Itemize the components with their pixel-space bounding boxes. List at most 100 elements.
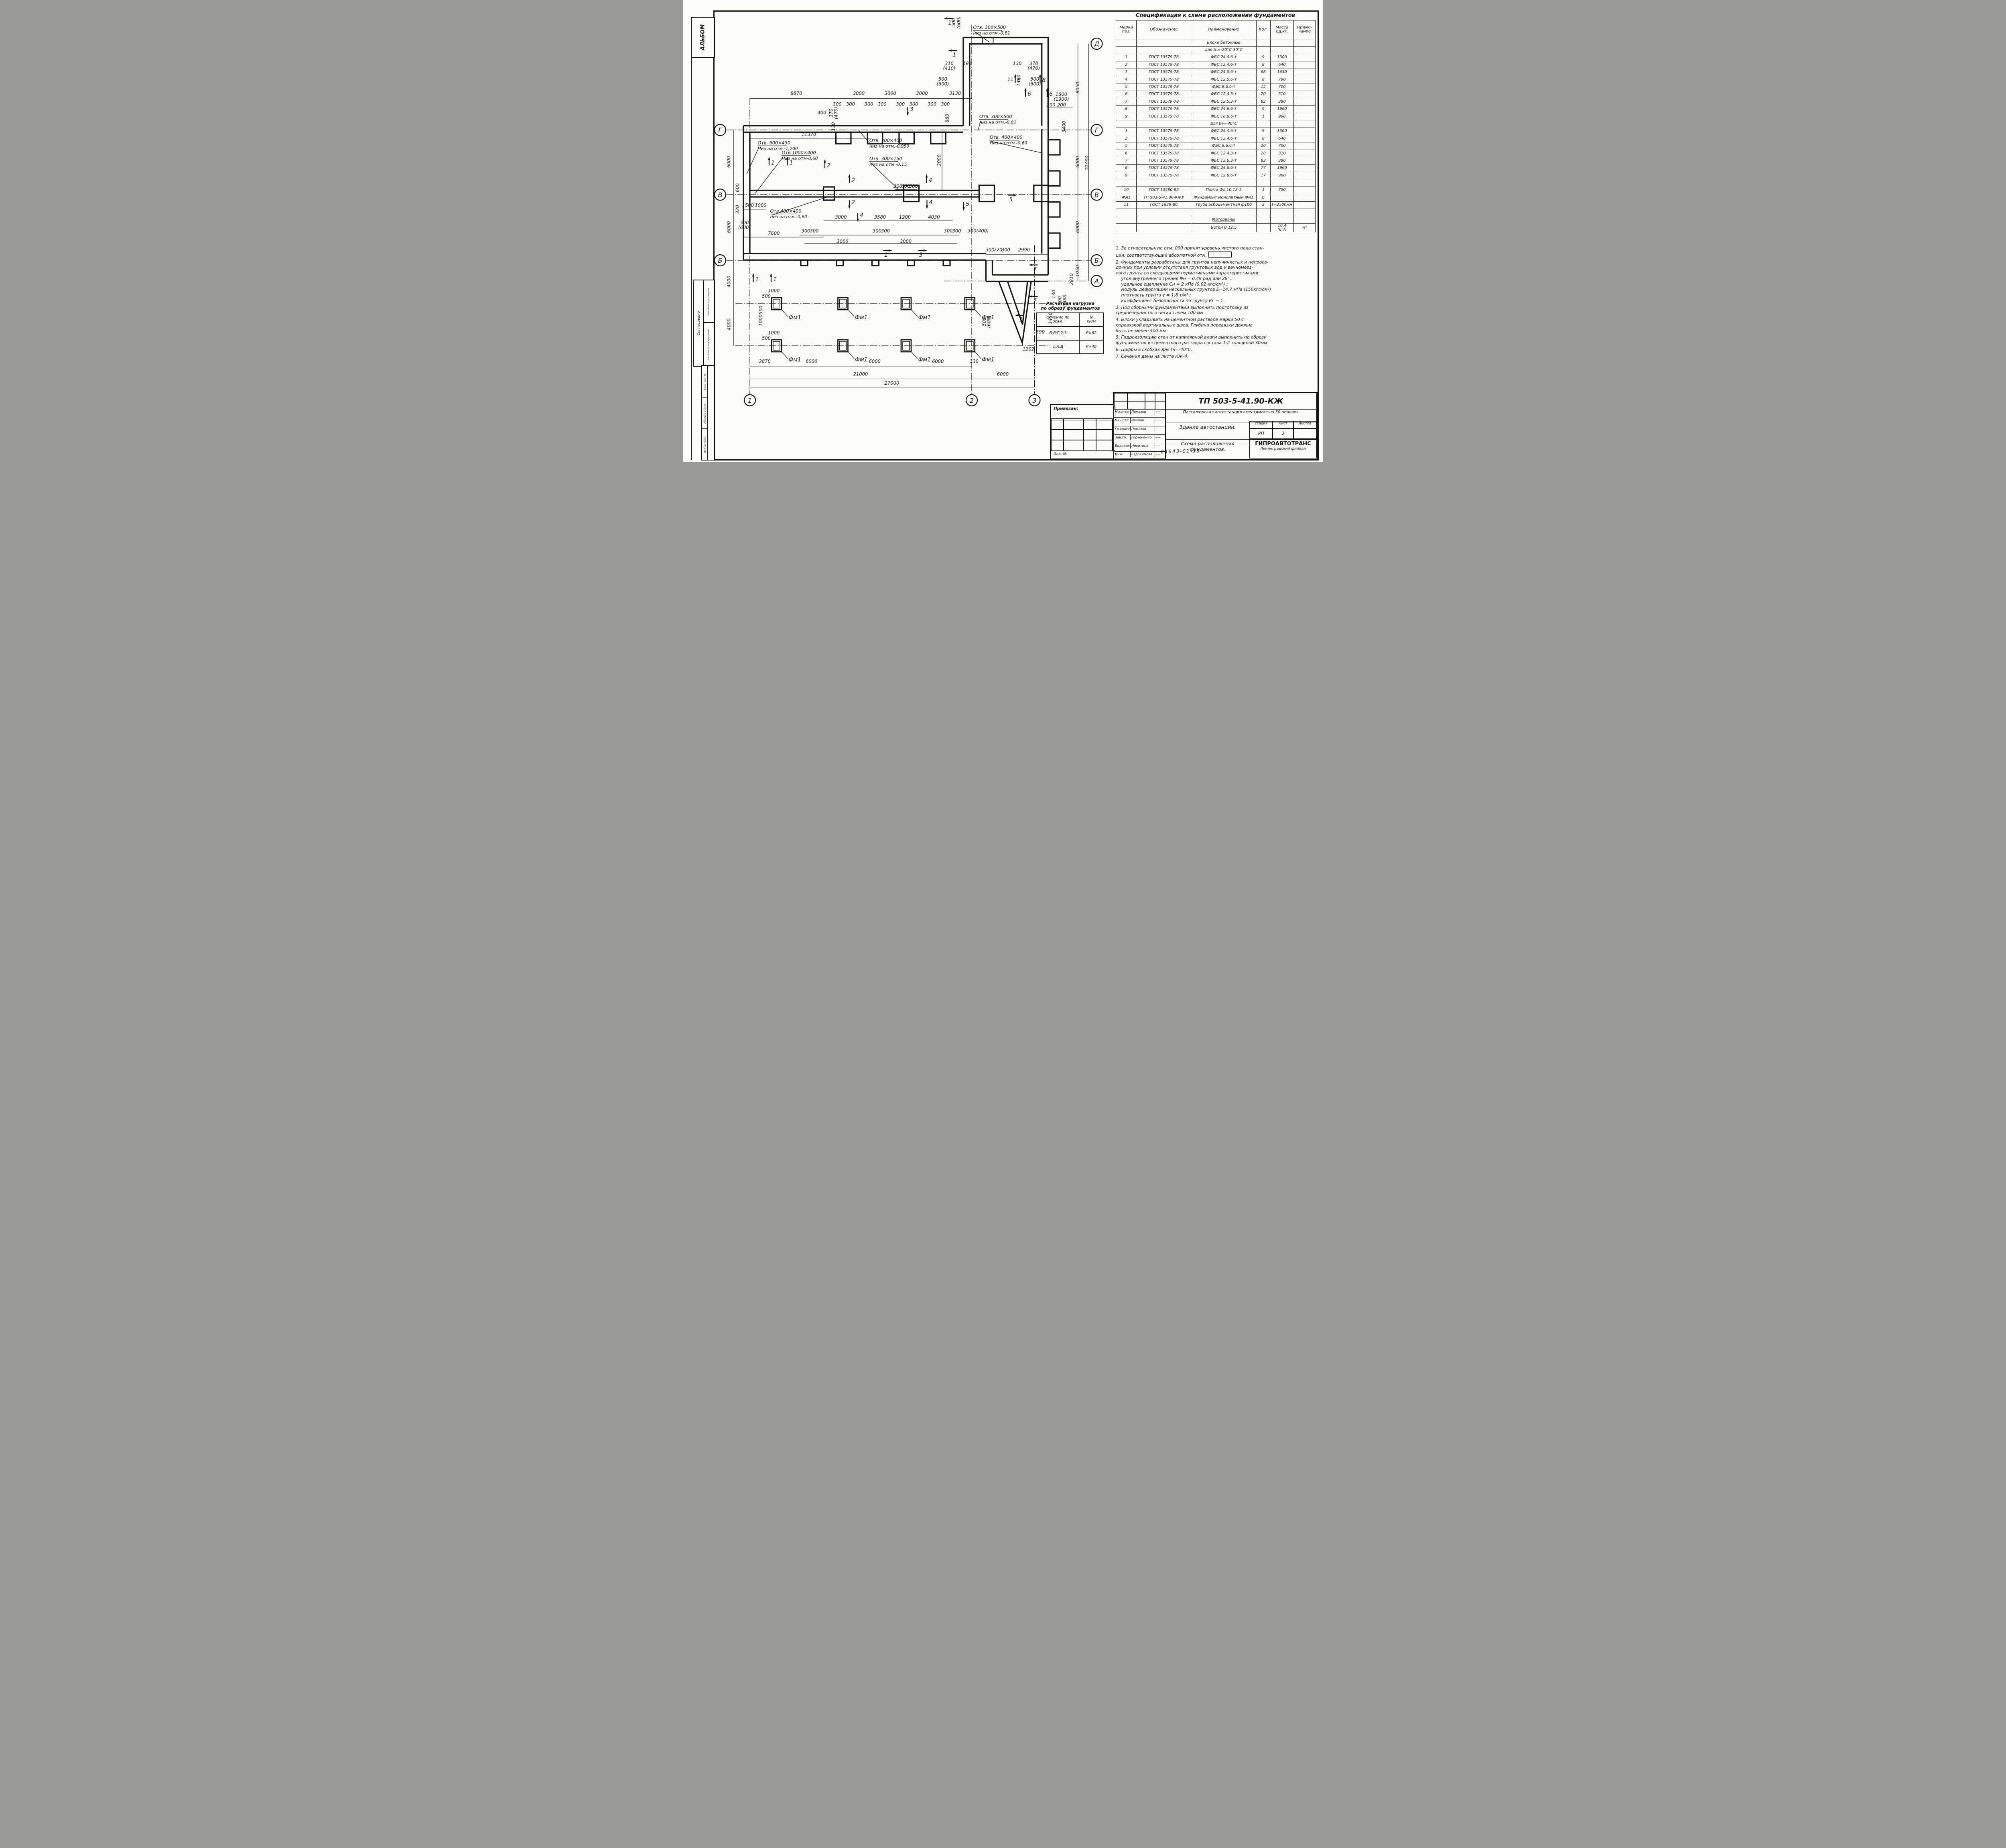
dim-label: 11370 bbox=[802, 132, 816, 137]
section-flag-label: 1 bbox=[771, 160, 775, 166]
project-name: Пассажирская автостанция вместимостью 50… bbox=[1165, 409, 1317, 422]
album-stamp: АЛЬБОМ bbox=[691, 17, 715, 58]
annotation-leader bbox=[974, 31, 990, 43]
section-flag-head bbox=[925, 174, 928, 178]
spec-cell: Бетон В 12,5 bbox=[1191, 223, 1257, 232]
attached-block: Привязан: Инв. № bbox=[1050, 404, 1115, 460]
spec-cell: ФБС 12.4.3-т bbox=[1191, 149, 1257, 158]
inventory-label: Инв. № bbox=[1051, 450, 1115, 458]
sig1-label: Нач связи отд Смирнов bbox=[708, 288, 710, 316]
spec-cell: ГОСТ 13580-85 bbox=[1136, 186, 1192, 195]
dim-label: 200 bbox=[1047, 102, 1056, 108]
spec-table-title: Спецификация к схеме расположения фундам… bbox=[1135, 12, 1295, 18]
section-flag-head bbox=[786, 156, 789, 160]
grid-cell bbox=[1051, 429, 1064, 440]
sig2-label: Нач электр отд Хрущинин bbox=[708, 329, 710, 360]
spec-cell: 1300 bbox=[1270, 127, 1294, 136]
axis-circle-label: А bbox=[1094, 278, 1099, 285]
sheets-value bbox=[1293, 428, 1316, 439]
fm-pad-inner bbox=[902, 299, 910, 308]
margin-cell-label: Взам. инв. № bbox=[704, 373, 707, 390]
spec-cell: 8 bbox=[1256, 135, 1271, 143]
axis-circle-label: 3 bbox=[1032, 397, 1036, 404]
signature-name: Евдокимова bbox=[1131, 452, 1155, 457]
dim-label: 400 bbox=[818, 110, 826, 116]
spec-cell: ГОСТ 13579-78 bbox=[1136, 135, 1192, 143]
spec-cell: ГОСТ 13579-78 bbox=[1136, 127, 1192, 136]
fm-pad-inner bbox=[966, 341, 974, 351]
spec-cell bbox=[1293, 83, 1316, 91]
spec-cell: 310 bbox=[1270, 149, 1294, 158]
spec-row: для tн=-40°С bbox=[1115, 120, 1316, 128]
revision-grid bbox=[1114, 393, 1166, 410]
spec-cell: для tн=-20°С-30°С bbox=[1191, 46, 1257, 54]
axis-circle-label: В bbox=[718, 191, 723, 199]
axis-circle-label: В bbox=[1094, 191, 1099, 199]
fm-pad-outer bbox=[771, 297, 782, 310]
fm-pad-label: Фм1 bbox=[789, 314, 802, 321]
section-flag-head bbox=[944, 17, 947, 20]
sheet-value: 3 bbox=[1273, 428, 1293, 439]
section-flag-head bbox=[924, 249, 927, 252]
spec-cell: ГОСТ 13579-78 bbox=[1136, 53, 1192, 62]
grid-cell bbox=[1096, 440, 1113, 451]
spec-cell: ГОСТ 13579-78 bbox=[1136, 68, 1192, 76]
spec-row: Блоки бетонные bbox=[1115, 39, 1316, 47]
fm-pad-outer bbox=[837, 297, 849, 310]
annotation-line1: Отв. 300×500 bbox=[973, 25, 1006, 30]
dim-label: 1800 bbox=[1056, 91, 1067, 97]
dim-label: 1300 bbox=[1016, 75, 1021, 86]
dim-label: 300 bbox=[928, 101, 936, 107]
dim-label: 500 bbox=[1030, 76, 1039, 82]
dim-label: 300 bbox=[833, 101, 842, 107]
dim-label: 880 bbox=[944, 114, 950, 123]
spec-cell: 8 bbox=[1256, 61, 1271, 69]
spec-cell: ГОСТ 1839-80 bbox=[1136, 201, 1192, 209]
spec-cell: Материалы bbox=[1191, 216, 1257, 224]
grid-cell bbox=[1145, 401, 1155, 409]
annotation-line1: Отв 1000×400 bbox=[782, 150, 816, 156]
spec-cell bbox=[1293, 201, 1316, 209]
section-flag-label: 5 bbox=[1009, 197, 1013, 203]
spec-cell: ТП 503-5-41.90-КЖУ bbox=[1136, 194, 1192, 202]
dim-label: 21000 bbox=[853, 371, 868, 377]
note-item: 5. Гидроизоляцию стен от капилярной влаг… bbox=[1116, 335, 1267, 346]
spec-cell: 4 bbox=[1115, 75, 1137, 84]
elevation-box bbox=[1208, 251, 1232, 258]
grid-cell bbox=[1155, 393, 1165, 401]
stage-grid: стадия Лист Листов РП 3 bbox=[1249, 421, 1317, 440]
spec-cell bbox=[1191, 208, 1257, 217]
axis-circle bbox=[1090, 189, 1103, 201]
section-flag-head bbox=[848, 174, 851, 178]
fm-pad-inner bbox=[839, 299, 847, 308]
organization-branch: Ленинградский филиал bbox=[1260, 446, 1306, 451]
fm-pad-outer bbox=[964, 297, 976, 310]
dim-label: 300 bbox=[941, 101, 950, 107]
fm-pad-inner bbox=[773, 299, 780, 308]
spec-cell: Плита Фл 10.12-1 bbox=[1191, 186, 1257, 195]
signature-name: Помазов bbox=[1131, 409, 1155, 414]
spec-cell: 1 bbox=[1115, 127, 1137, 136]
fm-pad-label: Фм1 bbox=[855, 314, 868, 321]
dim-label: 500 bbox=[762, 335, 771, 341]
annotation-line1: Отв. 300×500 bbox=[979, 114, 1012, 120]
grid-cell bbox=[1063, 419, 1084, 430]
spec-cell bbox=[1270, 208, 1294, 217]
grid-cell bbox=[1096, 419, 1113, 430]
axis-circle bbox=[714, 254, 727, 267]
section-flag-label: 7 bbox=[1033, 266, 1037, 273]
spec-cell: 9 bbox=[1256, 105, 1271, 113]
spec-cell: ГОСТ 13579-78 bbox=[1136, 142, 1192, 150]
drawing-frame bbox=[713, 10, 1319, 460]
spec-cell bbox=[1115, 179, 1137, 187]
spec-cell bbox=[1256, 46, 1271, 54]
section-flag-head bbox=[1013, 194, 1017, 197]
grid-cell bbox=[1096, 429, 1113, 440]
section-flag-label: 2 bbox=[851, 199, 855, 206]
axis-circle bbox=[1090, 37, 1103, 50]
dim-label: 8870 bbox=[790, 91, 802, 96]
